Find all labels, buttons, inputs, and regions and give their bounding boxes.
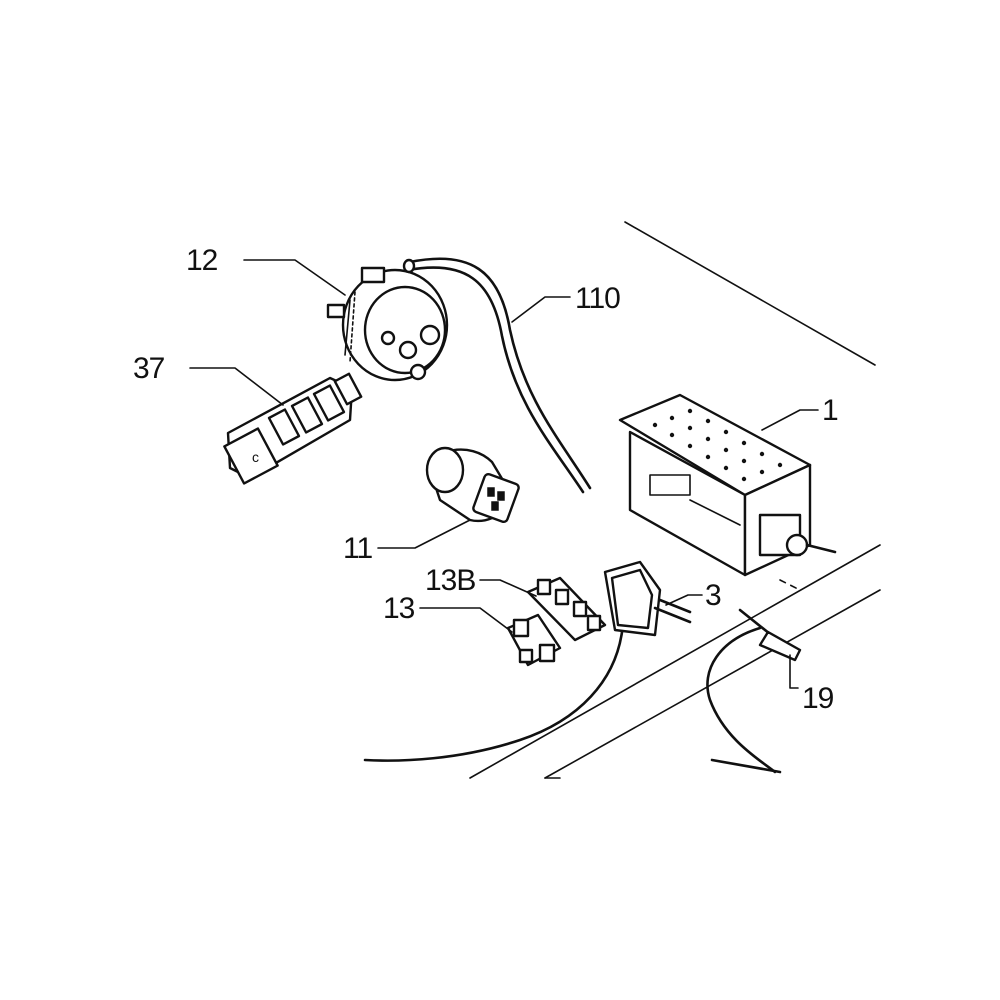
timer-programmer-part-1 [618,393,837,577]
terminal-strip-part-37: c [223,372,363,485]
label-part-11: 11 [343,532,372,565]
connector-part-13 [506,613,562,667]
label-part-19: 19 [802,682,834,715]
label-part-12: 12 [186,244,218,277]
leader-lines [189,259,819,689]
label-part-13: 13 [383,592,415,625]
svg-text:c: c [252,449,259,465]
capacitor-part-11 [425,446,520,524]
label-part-1: 1 [822,394,838,427]
switch-part-3 [363,560,692,762]
label-part-110: 110 [575,282,620,315]
label-part-3: 3 [705,579,721,612]
sensor-part-19 [706,608,802,774]
connector-part-13b [526,576,607,642]
label-part-37: 37 [133,352,165,385]
label-part-13b: 13B [425,564,475,597]
timer-vent-holes [652,408,783,482]
cabinet-outline [469,221,881,779]
hose-part-110 [402,257,592,494]
pressure-switch-part-12 [326,266,449,382]
